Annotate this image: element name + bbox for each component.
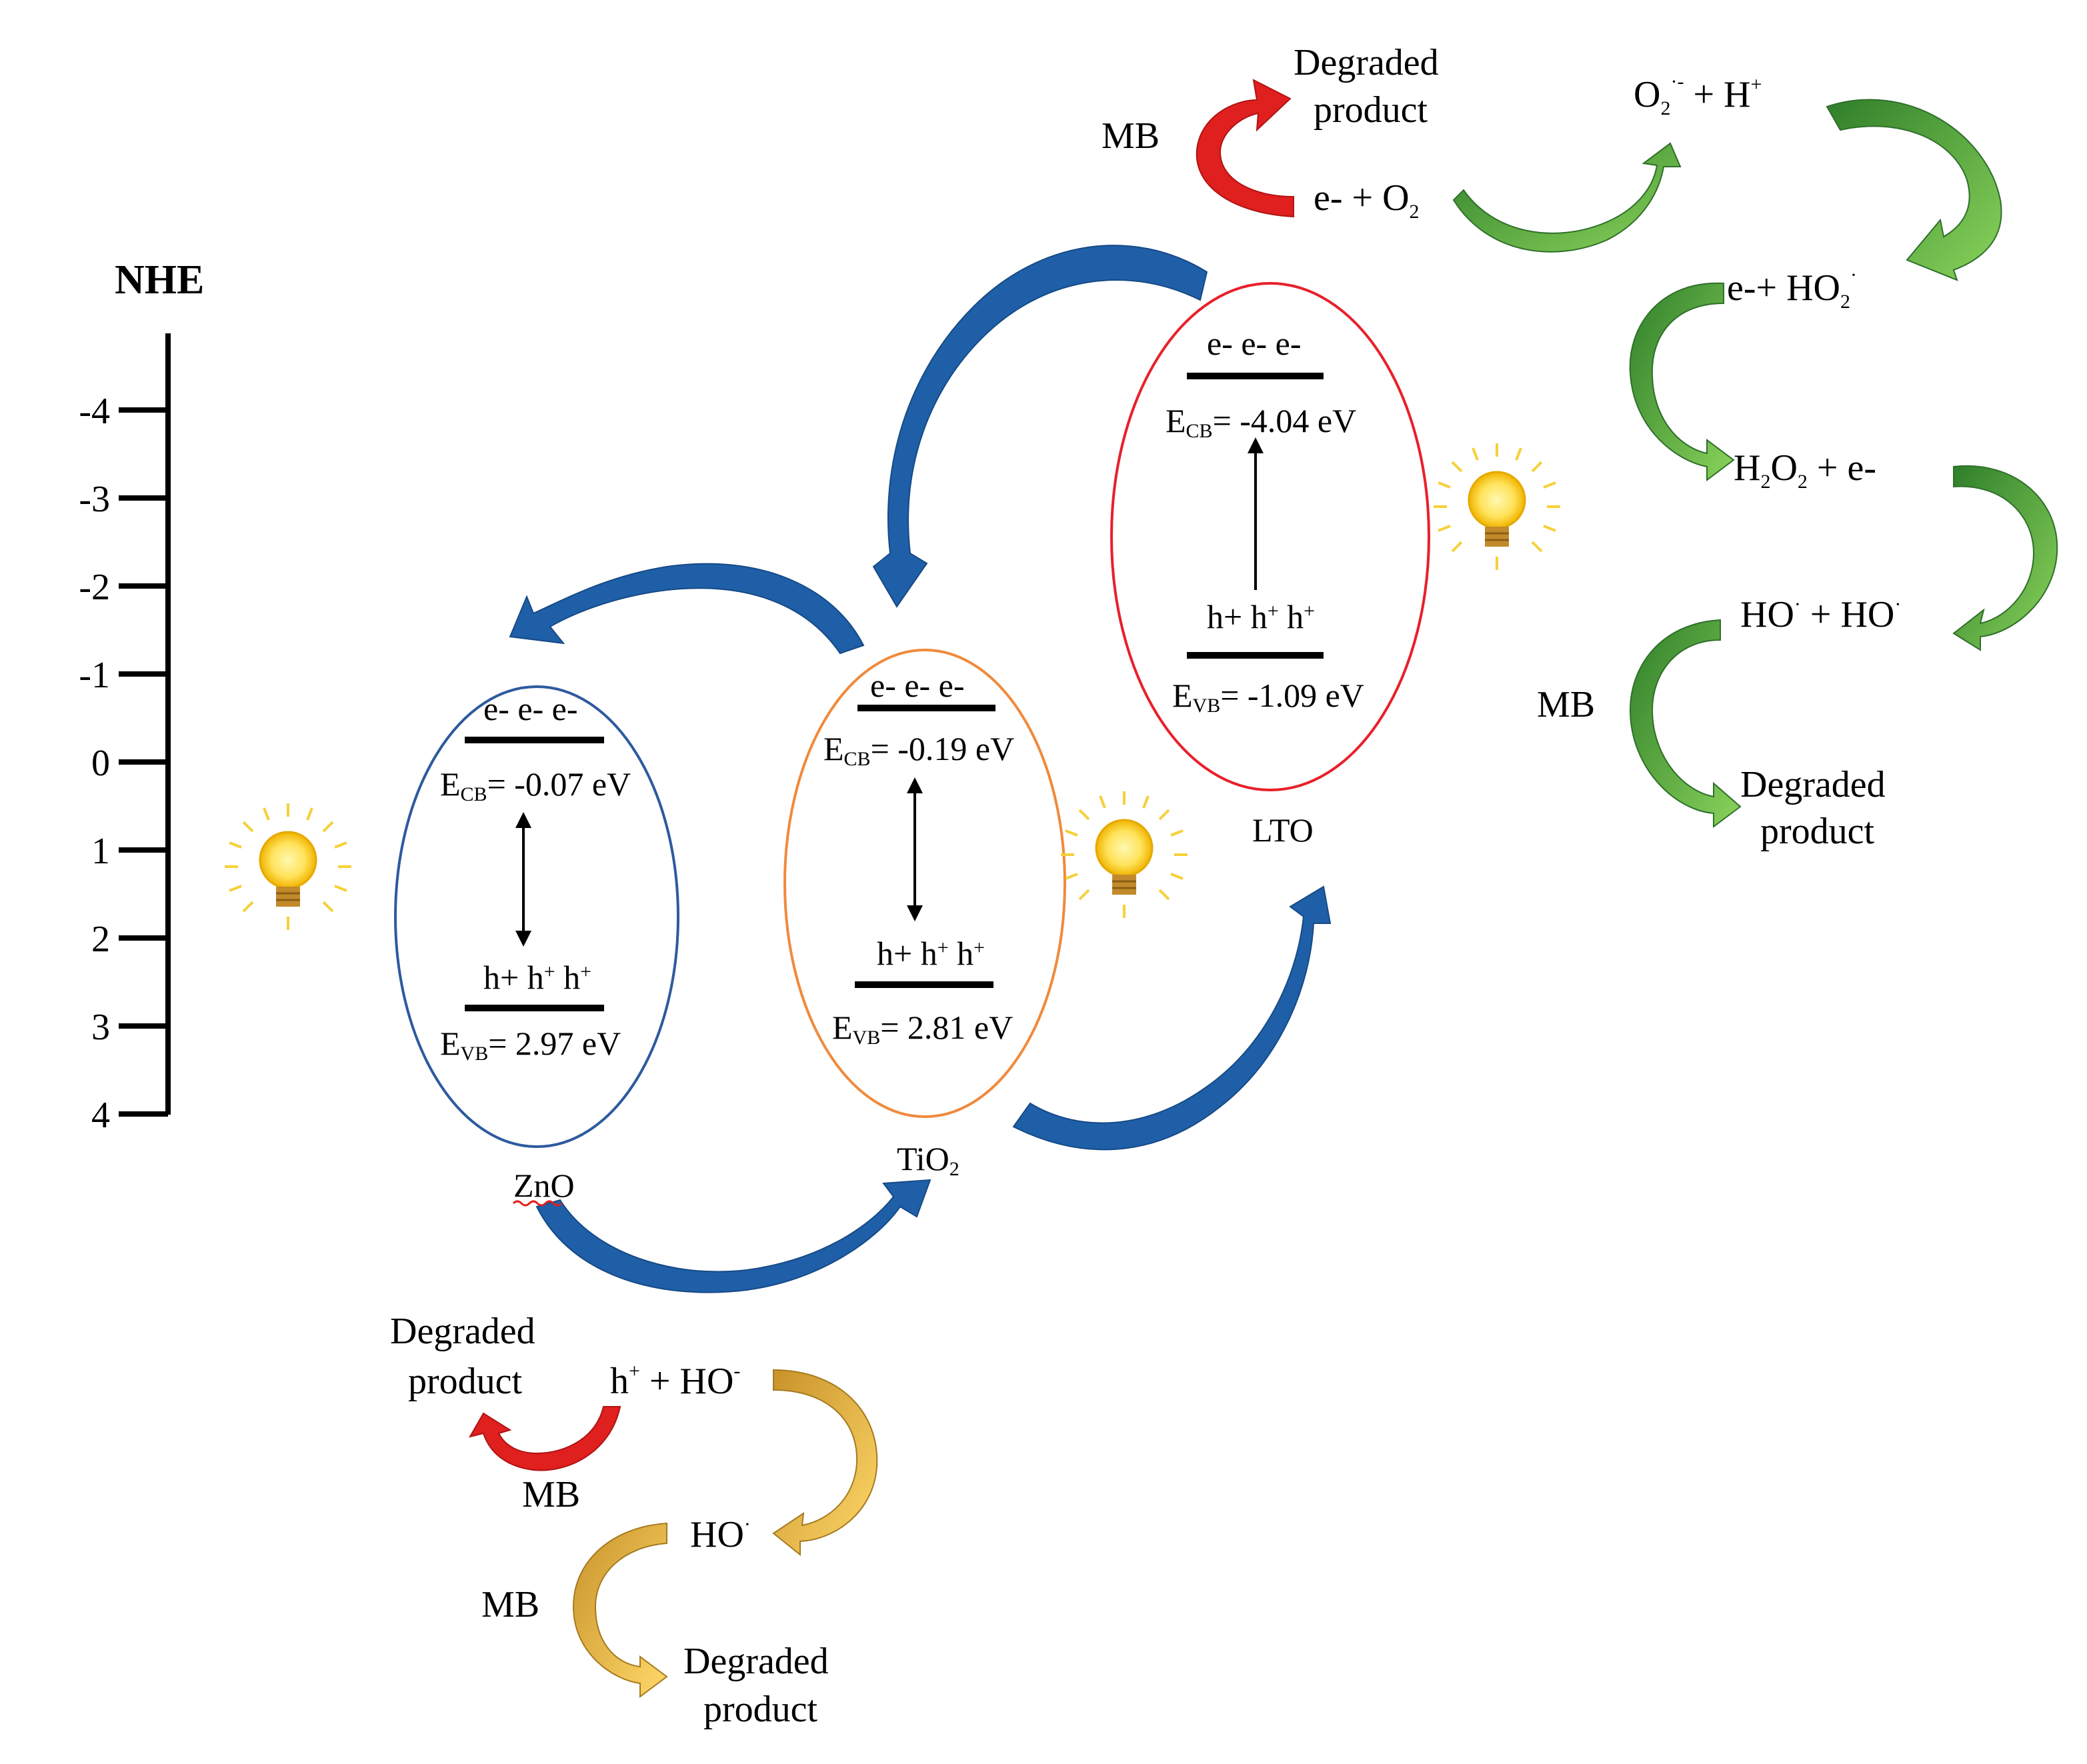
excitation-arrows	[515, 437, 1264, 947]
tio2-name: TiO2	[897, 1140, 959, 1180]
red-arrow-mb	[1196, 79, 1294, 218]
axis-tick-label: -3	[79, 479, 110, 520]
light-bulb-icon	[1432, 442, 1562, 571]
arrow-zno-to-tio2	[535, 1179, 931, 1293]
zno-holes: h+ h+ h+	[483, 959, 591, 996]
axis-tick-label: 0	[91, 743, 110, 784]
axis-tick-label: 3	[91, 1007, 110, 1048]
red-arrow-bottom	[468, 1406, 621, 1471]
top-ho-ho: HO· + HO·	[1740, 593, 1901, 635]
band-lines	[465, 373, 1324, 1011]
lto-holes: h+ h+ h+	[1207, 598, 1315, 635]
bottom-h-ho: h+ + HO-	[610, 1360, 740, 1402]
tio2-cb-label: ECB= -0.19 eV	[823, 730, 1014, 770]
zno-vb-label: EVB= 2.97 eV	[440, 1025, 621, 1065]
top-mb: MB	[1102, 115, 1160, 157]
bottom-ho: HO·	[690, 1513, 751, 1555]
axis-tick-label: -2	[79, 567, 110, 608]
top-degraded-3: Degraded	[1740, 764, 1886, 805]
green-arrow-4	[1952, 465, 2058, 651]
axis-tick-label: -4	[79, 391, 110, 432]
top-h2o2: H2O2 + e-	[1734, 447, 1876, 493]
top-e-o2: e- + O2	[1314, 177, 1420, 223]
lto-electrons: e- e- e-	[1207, 325, 1302, 362]
top-degraded-4: product	[1760, 811, 1875, 852]
bottom-degraded-4: product	[703, 1689, 818, 1730]
bottom-degraded-2: product	[408, 1361, 523, 1402]
axis-tick-label: 4	[91, 1095, 110, 1136]
green-arrow-3	[1629, 282, 1735, 481]
top-degraded-2: product	[1314, 89, 1428, 131]
light-bulb-icon	[223, 802, 353, 931]
arrow-tio2-to-zno	[509, 563, 865, 655]
arrow-tio2-to-lto	[1012, 885, 1332, 1151]
zno-labels: e- e- e- ECB= -0.07 eV h+ h+ h+ EVB= 2.9…	[440, 690, 631, 1207]
top-degraded-1: Degraded	[1294, 42, 1439, 83]
tio2-vb-label: EVB= 2.81 eV	[832, 1009, 1013, 1049]
gold-arrow-2	[572, 1522, 668, 1698]
lto-vb-label: EVB= -1.09 eV	[1172, 677, 1364, 717]
green-arrow-5	[1629, 619, 1742, 828]
lto-cb-label: ECB= -4.04 eV	[1166, 402, 1356, 442]
tio2-labels: e- e- e- ECB= -0.19 eV h+ h+ h+ EVB= 2.8…	[823, 667, 1014, 1180]
bottom-degraded-3: Degraded	[683, 1641, 829, 1682]
axis-tick-label: 1	[91, 831, 110, 872]
green-arrow-2	[1826, 99, 2002, 281]
arrow-lto-to-tio2	[872, 245, 1208, 608]
bottom-mb-2: MB	[481, 1584, 539, 1625]
gold-arrow-1	[772, 1369, 878, 1557]
lto-ellipse	[1110, 282, 1430, 791]
tio2-holes: h+ h+ h+	[877, 935, 985, 972]
zno-ellipse	[394, 685, 679, 1148]
zno-cb-label: ECB= -0.07 eV	[440, 765, 631, 805]
top-ho2: e-+ HO2·	[1727, 264, 1857, 313]
bottom-reactions: Degraded product h+ + HO- MB HO· MB Degr…	[390, 1311, 878, 1730]
top-mb-2: MB	[1537, 684, 1595, 725]
light-bulb-icon	[1060, 790, 1189, 919]
axis-tick-label: 2	[91, 919, 110, 960]
tio2-electrons: e- e- e-	[870, 667, 965, 704]
axis-ticks: -4 -3 -2 -1 0 1 2 3 4	[79, 391, 168, 1136]
tio2-ellipse	[783, 649, 1066, 1118]
spellcheck-underline	[512, 1200, 563, 1207]
axis-tick-label: -1	[79, 655, 110, 696]
bottom-mb: MB	[522, 1474, 580, 1515]
bottom-degraded-1: Degraded	[390, 1311, 535, 1352]
axis-title: NHE	[115, 257, 204, 303]
lto-labels: e- e- e- ECB= -4.04 eV h+ h+ h+ EVB= -1.…	[1166, 325, 1364, 849]
zno-electrons: e- e- e-	[483, 690, 578, 727]
lto-name: LTO	[1252, 811, 1314, 849]
blue-transfer-arrows	[509, 245, 1332, 1293]
top-reactions: MB Degraded product e- + O2 O2·- + H+ e-…	[1102, 42, 2058, 852]
top-o2-radical: O2·- + H+	[1634, 71, 1762, 119]
zno-name: ZnO	[513, 1167, 575, 1204]
green-arrow-1	[1452, 142, 1682, 253]
